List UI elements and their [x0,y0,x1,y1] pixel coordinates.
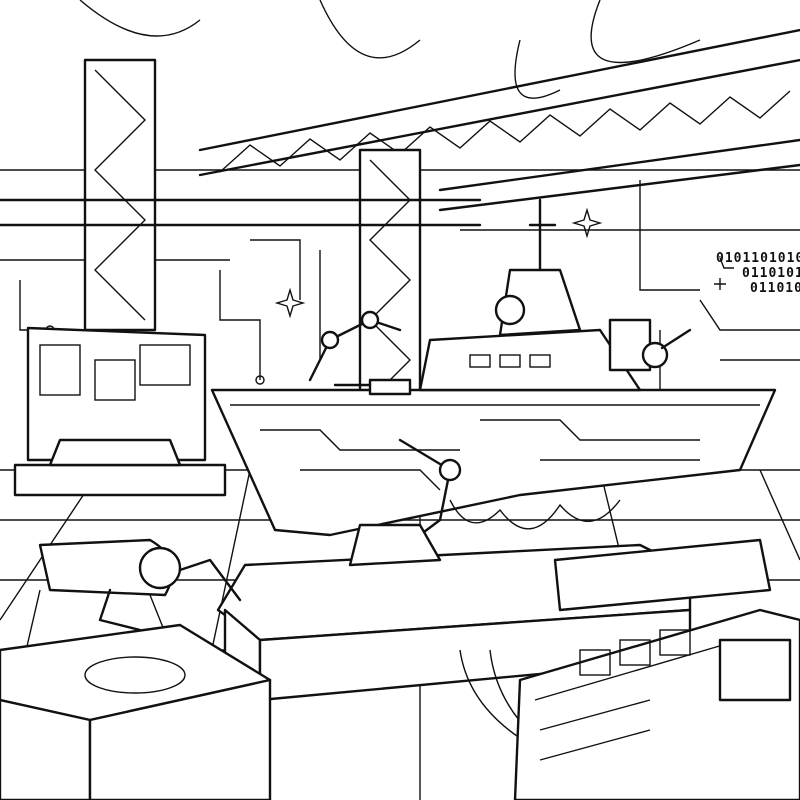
sparkle-icons [274,207,734,319]
support-pillars [0,58,482,452]
binary-panel-line-3: 0110100 [750,281,800,296]
binary-panel-line-1: 0101101010 [716,251,800,266]
control-consoles [513,538,800,800]
binary-panel-line-2: 01101010 [742,266,800,281]
hologram-monitor [13,326,227,497]
robotic-arms [308,310,462,552]
circuit-battleship [210,198,777,537]
pedestal [0,623,272,800]
ceiling-truss [79,0,800,212]
